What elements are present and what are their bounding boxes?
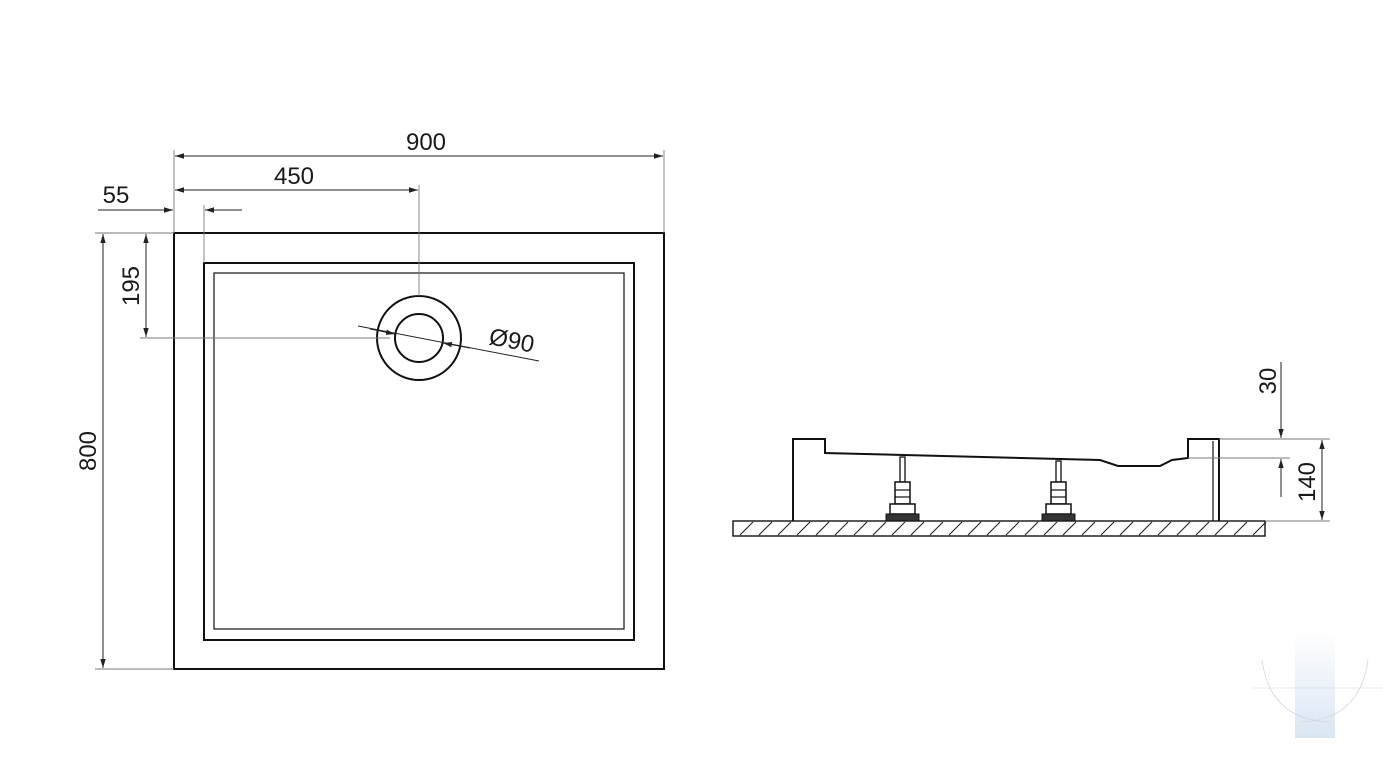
tray-profile: [792, 438, 1220, 521]
hatch-line: [1195, 521, 1210, 536]
hatch-line: [1138, 521, 1153, 536]
top-view: 900 450 55 195 800 Ø90: [75, 129, 665, 670]
hatch-line: [1233, 521, 1248, 536]
depth-dimension-label: 800: [75, 431, 102, 471]
tray-basin-inner-line: [213, 272, 625, 630]
drain-inner-ring: [394, 313, 444, 363]
hatch-line: [758, 521, 773, 536]
tray-outer-outline: [173, 232, 665, 670]
hatch-line: [739, 521, 754, 536]
width-dimension-label: 900: [406, 129, 446, 156]
hatch-line: [967, 521, 982, 536]
hatch-line: [929, 521, 944, 536]
hatch-line: [834, 521, 849, 536]
hatch-line: [948, 521, 963, 536]
floor-hatching: [739, 521, 1267, 536]
adjustable-leg-right: [1041, 460, 1076, 522]
hatch-line: [1005, 521, 1020, 536]
hatch-line: [1119, 521, 1134, 536]
hatch-line: [986, 521, 1001, 536]
tray-basin-outline: [203, 262, 635, 641]
adjustable-leg-left: [885, 456, 920, 522]
hatch-line: [1252, 521, 1267, 536]
hatch-line: [872, 521, 887, 536]
drain-y-dimension-label: 195: [118, 266, 145, 306]
hatch-line: [1081, 521, 1096, 536]
hatch-line: [891, 521, 906, 536]
side-view: 30 140: [732, 362, 1330, 537]
rim-dimension-label: 55: [103, 182, 130, 209]
hatch-line: [1024, 521, 1039, 536]
hatch-line: [910, 521, 925, 536]
hatch-line: [1214, 521, 1229, 536]
drain-diameter-arrow-left: [369, 328, 396, 335]
total-height-label: 140: [1294, 462, 1321, 502]
drain-diameter-arrow-right: [442, 341, 471, 349]
hatch-line: [796, 521, 811, 536]
floor-slab: [732, 520, 1266, 537]
rim-height-label: 30: [1255, 368, 1282, 395]
drain-x-dimension-label: 450: [274, 163, 314, 190]
hatch-line: [1100, 521, 1115, 536]
drain-diameter-label: Ø90: [487, 323, 537, 358]
watermark-logo: [1250, 630, 1383, 738]
hatch-line: [1176, 521, 1191, 536]
hatch-line: [1062, 521, 1077, 536]
hatch-line: [853, 521, 868, 536]
hatch-line: [1157, 521, 1172, 536]
hatch-line: [815, 521, 830, 536]
hatch-line: [1043, 521, 1058, 536]
hatch-line: [777, 521, 792, 536]
